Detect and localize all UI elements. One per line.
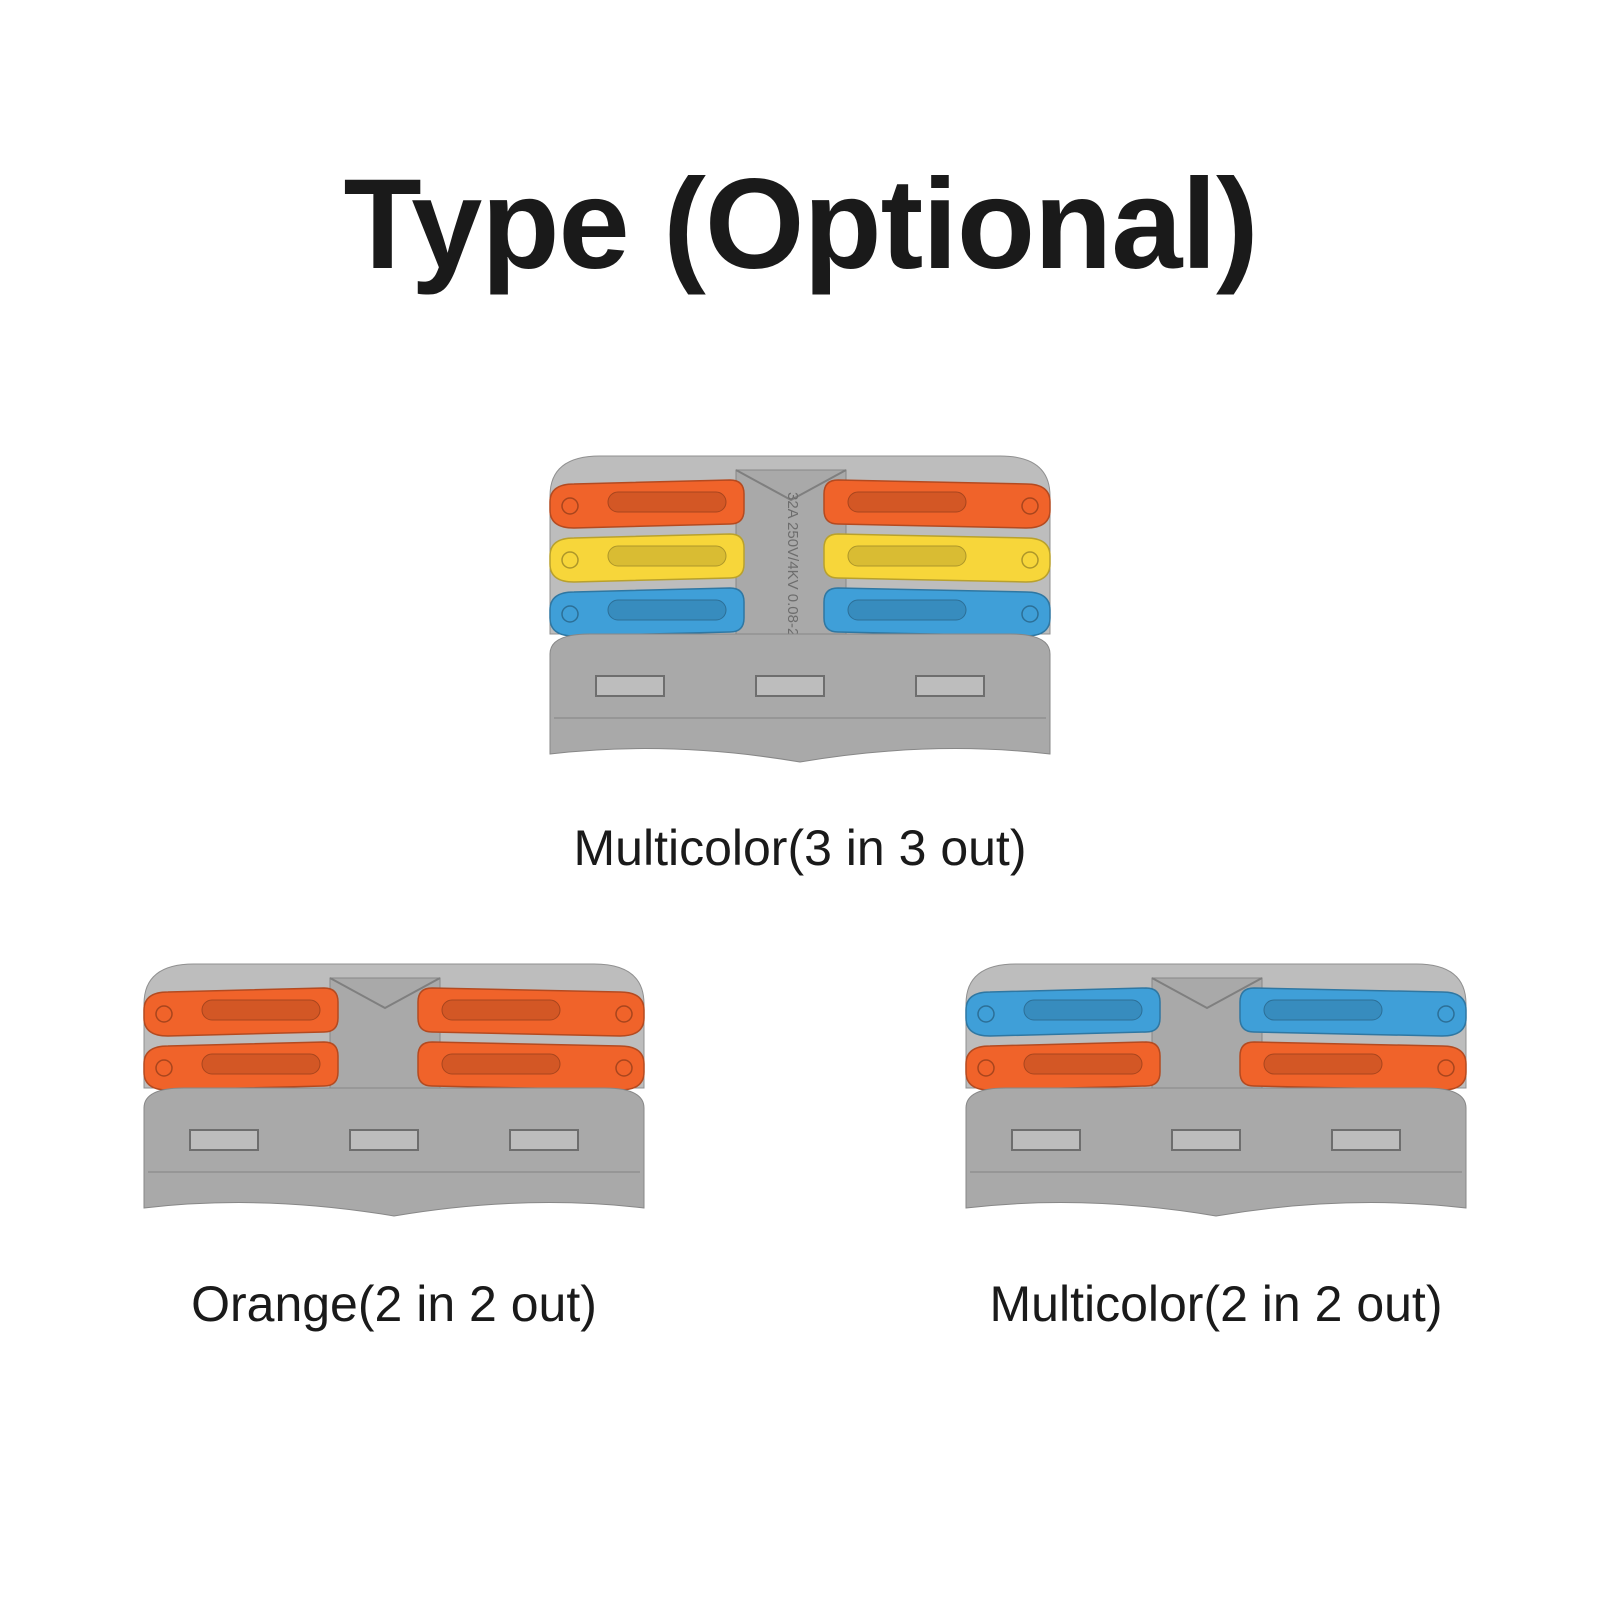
yellow-lever-row: [549, 533, 1051, 583]
lever-slot: [441, 999, 561, 1021]
lever-hinge: [615, 1059, 633, 1077]
lever-hinge: [977, 1059, 995, 1077]
connector-2-lever-image: [143, 963, 645, 1217]
lever-hinge: [155, 1059, 173, 1077]
lever-hinge: [1021, 497, 1039, 515]
wire-entry-hole: [755, 675, 825, 697]
spine-chevron: [1151, 977, 1263, 1010]
lever-slot: [607, 545, 727, 567]
housing-front: [143, 1087, 645, 1217]
lever-slot: [1023, 1053, 1143, 1075]
housing-front: [549, 633, 1051, 763]
lever-slot: [1263, 999, 1383, 1021]
wire-entry-hole: [915, 675, 985, 697]
blue-lever-row: [965, 987, 1467, 1037]
orange-lever-row: [143, 987, 645, 1037]
lever-hinge: [561, 605, 579, 623]
lever-hinge: [561, 551, 579, 569]
orange-lever-row: [965, 1041, 1467, 1091]
lever-slot: [607, 599, 727, 621]
lever-slot: [441, 1053, 561, 1075]
connector-3-lever-image: 32A 250V/4KV 0.08-2.5/4.0mm: [549, 455, 1051, 763]
orange-lever-row: [549, 479, 1051, 529]
lever-hinge: [977, 1005, 995, 1023]
lever-hinge: [561, 497, 579, 515]
variant-label: Orange(2 in 2 out): [191, 1276, 597, 1332]
wire-entry-hole: [189, 1129, 259, 1151]
variant-label: Multicolor(3 in 3 out): [573, 820, 1027, 876]
variant-3-in-3-out: 32A 250V/4KV 0.08-2.5/4.0mm Multicolor(3…: [530, 450, 1070, 876]
wire-entry-hole: [349, 1129, 419, 1151]
lever-slot: [847, 599, 967, 621]
wire-entry-hole: [1331, 1129, 1401, 1151]
wire-entry-hole: [1011, 1129, 1081, 1151]
lever-slot: [607, 491, 727, 513]
lever-hinge: [1021, 551, 1039, 569]
spine-chevron: [329, 977, 441, 1010]
lever-slot: [201, 1053, 321, 1075]
lever-hinge: [1437, 1059, 1455, 1077]
variant-multicolor-2-in-2-out: Multicolor(2 in 2 out): [946, 958, 1486, 1332]
wire-entry-hole: [1171, 1129, 1241, 1151]
lever-hinge: [615, 1005, 633, 1023]
variant-label: Multicolor(2 in 2 out): [989, 1276, 1443, 1332]
wire-entry-hole: [595, 675, 665, 697]
lever-slot: [201, 999, 321, 1021]
lever-hinge: [1437, 1005, 1455, 1023]
lever-slot: [847, 491, 967, 513]
lever-slot: [847, 545, 967, 567]
lever-slot: [1023, 999, 1143, 1021]
lever-hinge: [1021, 605, 1039, 623]
lever-slot: [1263, 1053, 1383, 1075]
orange-lever-row: [143, 1041, 645, 1091]
spine-chevron: [735, 469, 847, 502]
connector-2-lever-image: [965, 963, 1467, 1217]
page-title: Type (Optional): [343, 153, 1258, 296]
variant-orange-2-in-2-out: Orange(2 in 2 out): [124, 958, 664, 1332]
housing-front: [965, 1087, 1467, 1217]
wire-entry-hole: [509, 1129, 579, 1151]
lever-hinge: [155, 1005, 173, 1023]
